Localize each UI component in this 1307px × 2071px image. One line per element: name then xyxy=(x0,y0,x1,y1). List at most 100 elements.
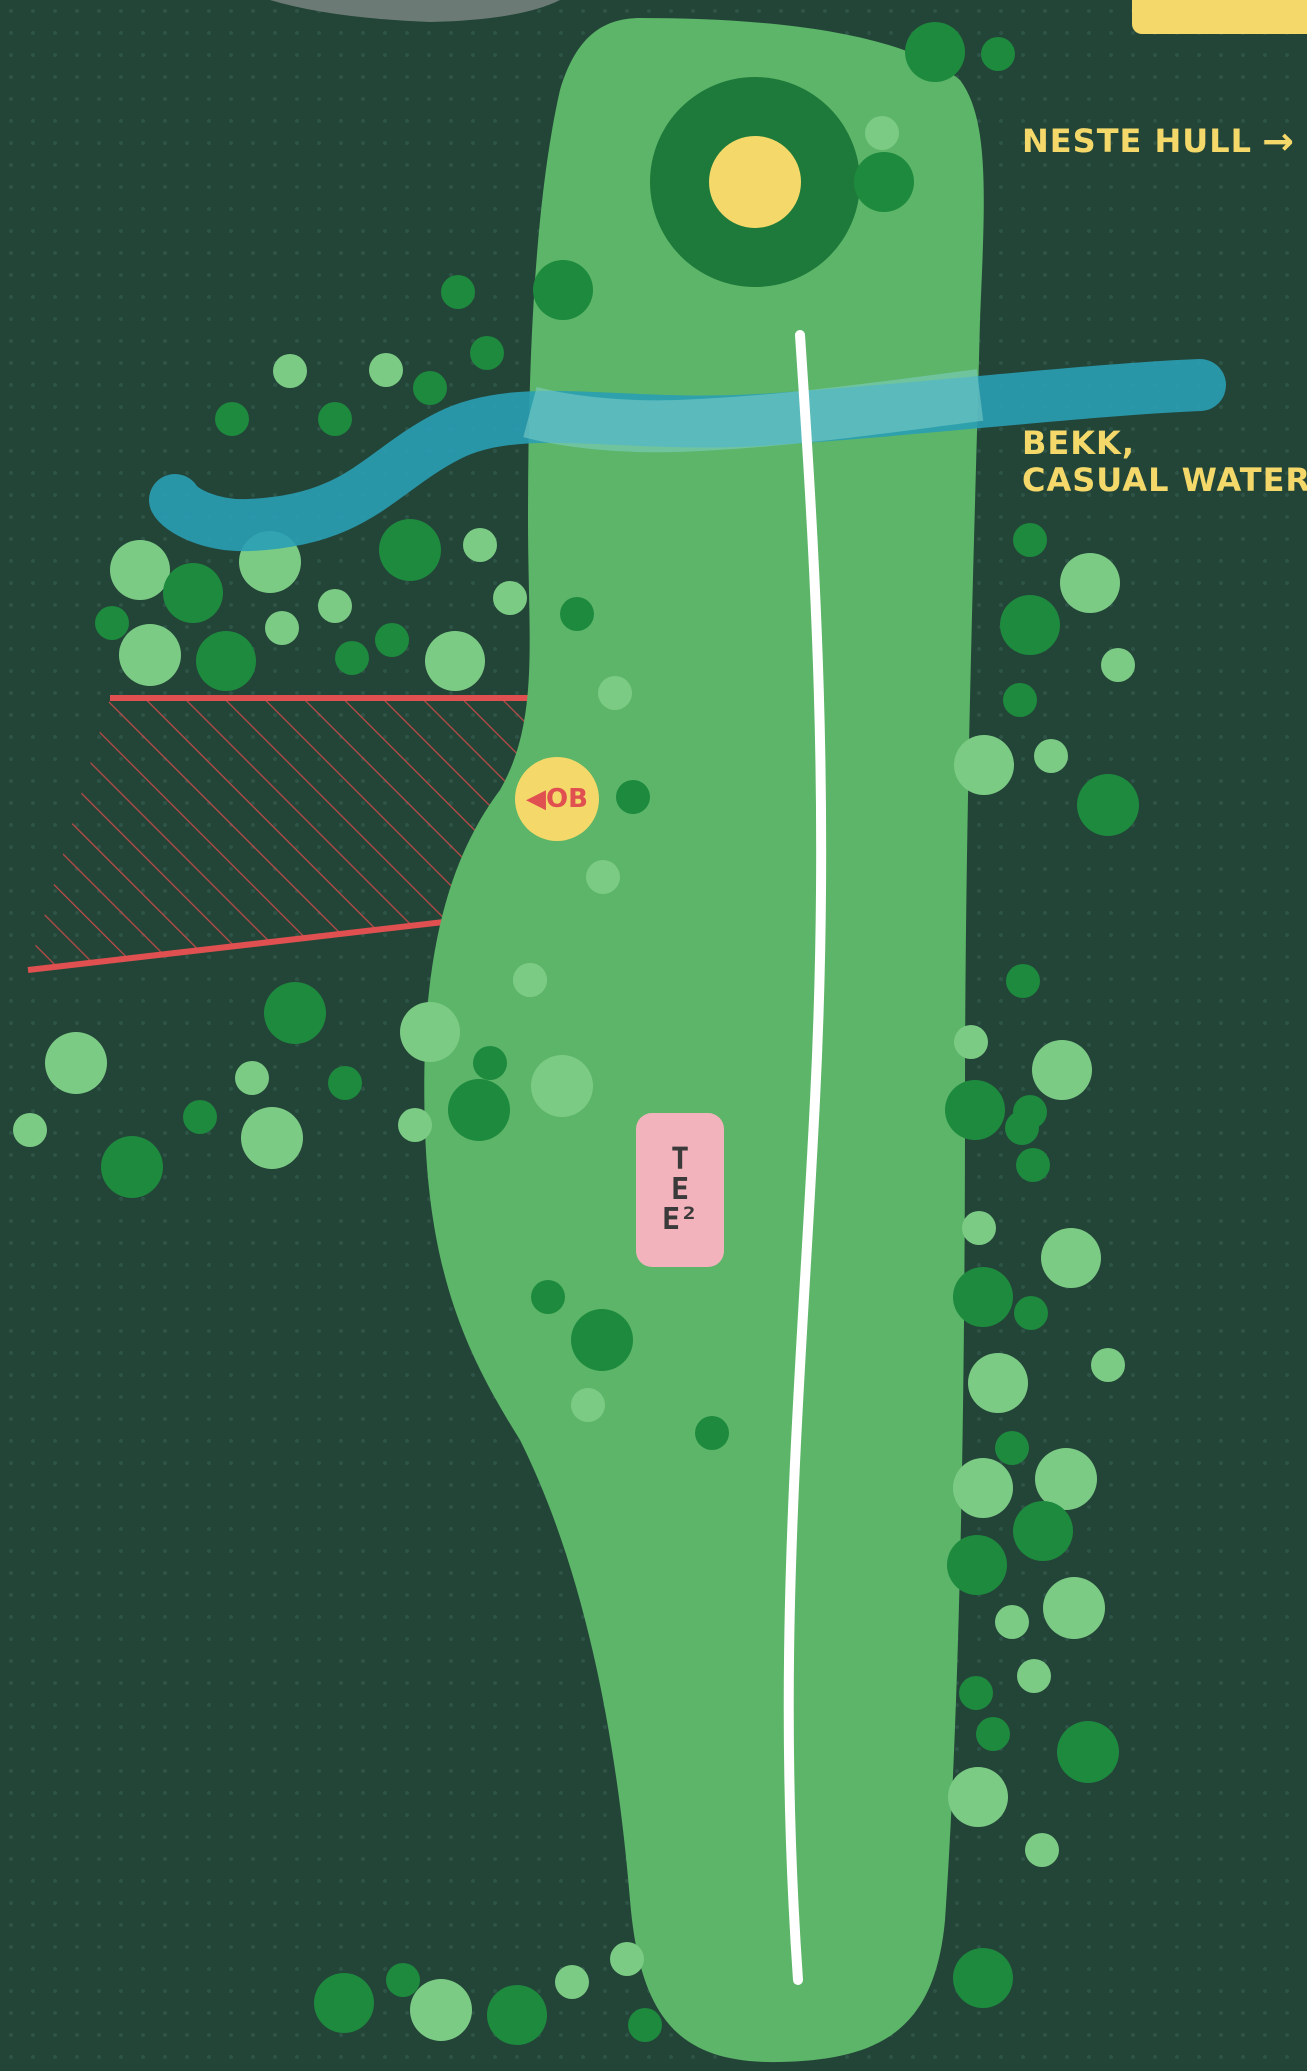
tree xyxy=(953,1458,1013,1518)
tree xyxy=(241,1107,303,1169)
tree xyxy=(953,1267,1013,1327)
tree xyxy=(954,1025,988,1059)
tree xyxy=(448,1079,510,1141)
tree xyxy=(119,624,181,686)
tree xyxy=(264,982,326,1044)
tree xyxy=(318,589,352,623)
tree xyxy=(473,1046,507,1080)
tree xyxy=(463,528,497,562)
tree xyxy=(265,611,299,645)
tree xyxy=(13,1113,47,1147)
tree xyxy=(1101,648,1135,682)
tree xyxy=(45,1032,107,1094)
tree xyxy=(441,275,475,309)
tree xyxy=(1034,739,1068,773)
tree xyxy=(487,1985,547,2045)
tree xyxy=(379,519,441,581)
tree xyxy=(533,260,593,320)
tree xyxy=(959,1676,993,1710)
tree xyxy=(1057,1721,1119,1783)
tree xyxy=(513,963,547,997)
water-label-line1: BEKK, xyxy=(1022,424,1135,462)
tree xyxy=(995,1431,1029,1465)
pin-icon xyxy=(709,136,801,228)
tree xyxy=(598,676,632,710)
rock-area xyxy=(270,0,560,22)
tree xyxy=(101,1136,163,1198)
tree xyxy=(1000,595,1060,655)
tree xyxy=(95,606,129,640)
tree xyxy=(1043,1577,1105,1639)
tree xyxy=(1025,1833,1059,1867)
tree xyxy=(400,1002,460,1062)
tree xyxy=(948,1767,1008,1827)
tree xyxy=(410,1979,472,2041)
tree xyxy=(695,1416,729,1450)
tree xyxy=(628,2008,662,2042)
tree xyxy=(555,1965,589,1999)
tree xyxy=(616,780,650,814)
tree xyxy=(865,116,899,150)
tree xyxy=(560,597,594,631)
tree xyxy=(905,22,965,82)
flight-line xyxy=(783,330,827,1985)
tree xyxy=(386,1963,420,1997)
tree xyxy=(1013,523,1047,557)
tree xyxy=(425,631,485,691)
tree xyxy=(1014,1296,1048,1330)
tree xyxy=(1005,1111,1039,1145)
corner-tag xyxy=(1132,0,1307,34)
tree xyxy=(571,1388,605,1422)
water-label: BEKK, CASUAL WATER xyxy=(1022,425,1307,499)
tree xyxy=(163,563,223,623)
next-hole-link[interactable]: NESTE HULL → xyxy=(1022,122,1295,160)
tree xyxy=(493,581,527,615)
tree xyxy=(947,1535,1007,1595)
tree xyxy=(328,1066,362,1100)
tree xyxy=(953,1948,1013,2008)
tree xyxy=(531,1055,593,1117)
tree xyxy=(1077,774,1139,836)
trees xyxy=(13,22,1139,2045)
tree xyxy=(398,1108,432,1142)
tree xyxy=(1041,1228,1101,1288)
arrow-right-icon: → xyxy=(1262,119,1295,163)
tree xyxy=(968,1353,1028,1413)
tree xyxy=(1003,683,1037,717)
tree xyxy=(375,623,409,657)
tree xyxy=(954,735,1014,795)
tree xyxy=(586,860,620,894)
tree xyxy=(995,1605,1029,1639)
tree xyxy=(413,371,447,405)
tree xyxy=(196,631,256,691)
tree xyxy=(369,353,403,387)
tee-letter-3: E² xyxy=(661,1202,699,1237)
tree xyxy=(981,37,1015,71)
tee-letter-2: E xyxy=(670,1172,690,1207)
tree xyxy=(945,1080,1005,1140)
tree xyxy=(1016,1148,1050,1182)
tree xyxy=(318,402,352,436)
tee-marker-icon: T E E² xyxy=(636,1113,724,1267)
tree xyxy=(273,354,307,388)
ob-badge: ◀OB xyxy=(515,757,599,841)
tree xyxy=(1032,1040,1092,1100)
fairway xyxy=(424,18,984,2063)
tree xyxy=(1035,1448,1097,1510)
tree xyxy=(314,1973,374,2033)
tree xyxy=(215,402,249,436)
tree xyxy=(1060,553,1120,613)
tree xyxy=(610,1942,644,1976)
tee-letter-1: T xyxy=(670,1142,690,1177)
tree xyxy=(531,1280,565,1314)
creek-water-overlay xyxy=(523,369,984,453)
tree xyxy=(962,1211,996,1245)
tree xyxy=(1006,964,1040,998)
tree xyxy=(235,1061,269,1095)
tree xyxy=(1091,1348,1125,1382)
next-hole-label: NESTE HULL xyxy=(1022,121,1253,160)
tree xyxy=(1013,1501,1073,1561)
tree xyxy=(183,1100,217,1134)
tree xyxy=(976,1717,1010,1751)
